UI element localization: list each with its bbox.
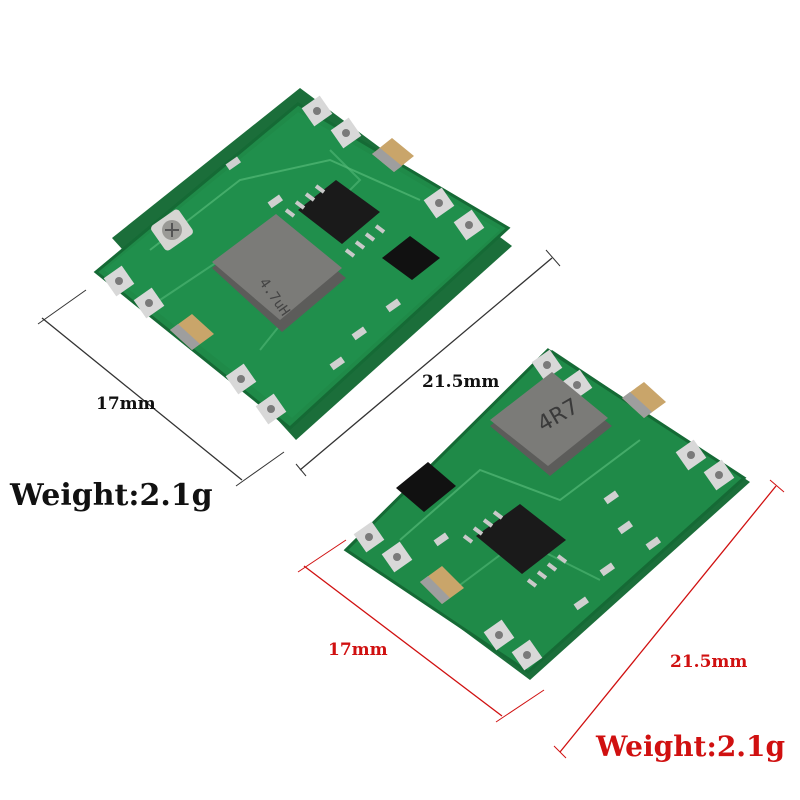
solder-pads-top [103,95,485,425]
width-label-bottom: 17mm [328,640,388,660]
length-label-bottom: 21.5mm [670,652,748,672]
width-label-top: 17mm [96,394,156,414]
inductor-bottom: 4R7 [490,372,612,476]
capacitor-top-1 [372,138,414,172]
dimension-line-length-top [299,257,553,471]
inductor-top: 4.7uH [212,214,346,332]
ic-chip-bottom [462,504,568,588]
pcb-board-top: 4.7uH [37,88,561,487]
potentiometer [151,209,193,251]
dimension-line-width-top [41,317,243,481]
solder-pads-bottom [353,349,735,671]
capacitor-top-2 [170,314,214,350]
capacitor-bottom-2 [420,566,464,604]
weight-label-bottom: Weight:2.1g [596,730,786,763]
capacitor-bottom-1 [622,382,666,418]
dimension-line-width-bottom [303,565,503,717]
pcb-board-bottom: 4R7 [297,348,785,759]
ic-chip-top [284,180,386,258]
length-label-top: 21.5mm [422,372,500,392]
dimension-line-length-bottom [559,485,777,753]
diode-top [382,236,440,280]
weight-label-top: Weight:2.1g [10,478,213,513]
diode-bottom [396,462,456,512]
